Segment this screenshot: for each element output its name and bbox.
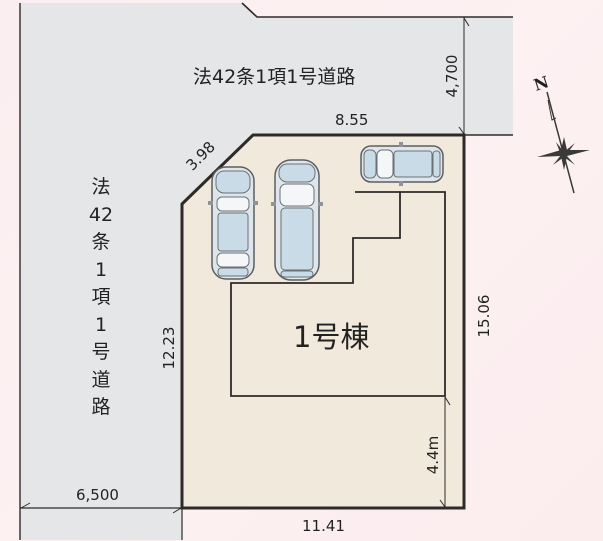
dim-setback: 4.4m <box>424 435 442 475</box>
north-compass-icon <box>537 91 590 194</box>
car-minivan-icon <box>271 159 323 281</box>
dim-lot-right: 15.06 <box>475 294 493 338</box>
dim-lot-top: 8.55 <box>335 111 369 129</box>
dim-tick <box>439 499 446 508</box>
road-edge-north <box>241 2 513 18</box>
car-sedan-icon <box>208 166 258 280</box>
dim-tick <box>20 502 31 509</box>
dim-tick <box>172 507 182 514</box>
dim-north-road-width: 4,700 <box>443 54 461 98</box>
building-label: 1号棟 <box>293 320 370 354</box>
car-compact-icon <box>360 142 444 186</box>
north-road-label: 法42条1項1号道路 <box>193 66 356 88</box>
north-road <box>20 3 513 540</box>
dim-west-road-width: 6,500 <box>76 486 119 504</box>
west-road-label: 法42条1項1号道路 <box>88 176 114 418</box>
dim-lot-left: 12.23 <box>160 326 178 370</box>
dim-tick <box>458 126 465 135</box>
dim-lot-bottom: 11.41 <box>302 517 345 535</box>
dim-tick <box>463 17 470 27</box>
dim-tick <box>444 396 451 406</box>
